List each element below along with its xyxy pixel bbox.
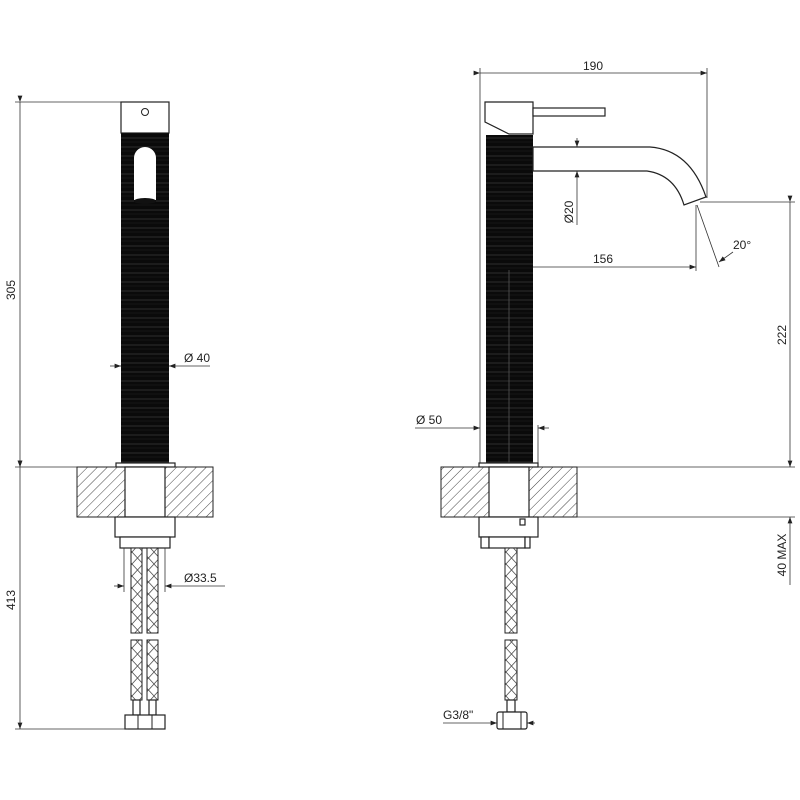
hose-fitting [132,699,141,716]
hose-side-lower [504,639,518,701]
connector-nut [124,714,166,730]
counter-section-right [528,466,578,518]
hose-fitting [506,699,516,713]
thread-label-g3-8: G3/8" [443,708,473,722]
angle-line [696,204,720,268]
hose-right [146,547,159,634]
counter-section-right [164,466,214,518]
aerator [134,198,156,204]
nut-detail [519,518,526,526]
hose-left-lower [130,639,143,701]
fixing-washer-side [488,536,526,549]
dimension-label-diameter-40: Ø 40 [184,351,210,365]
angle-label-20-degrees: 20° [733,238,751,252]
counter-section-left [440,466,490,518]
angle-arrow [718,251,734,263]
hose-fitting [148,699,157,716]
dimension-label-diameter-50: Ø 50 [416,413,442,427]
handle-indicator-icon [141,108,149,116]
base-plate-side [478,462,539,468]
fixing-washer [119,536,171,549]
counter-section-left [76,466,126,518]
side-view: 190 Ø20 156 20° 222 Ø 50 [415,59,795,730]
fixing-nut-side [478,516,539,538]
lever-handle [532,107,606,117]
spout [532,146,707,206]
stud [524,536,531,549]
hose-left [130,547,143,634]
dimension-label-222: 222 [775,325,789,345]
fixing-nut [114,516,176,538]
dimension-label-190: 190 [583,59,603,73]
dimension-label-diameter-20: Ø20 [562,200,576,223]
connector-nut-side [496,711,528,730]
hose-side [504,547,518,634]
dimension-label-156: 156 [593,252,613,266]
base-plate [115,462,176,468]
dimension-label-40-max: 40 MAX [775,534,789,577]
mounting-shank-side [488,466,530,518]
front-view: 305 Ø 40 Ø33.5 [4,95,225,730]
handle-block [484,101,534,135]
stud [480,536,490,549]
handle-cap [120,101,170,134]
mounting-shank [124,466,166,518]
faucet-body-side [486,135,533,463]
hose-right-lower [146,639,159,701]
dimension-label-413: 413 [4,590,18,610]
dimension-label-305: 305 [4,280,18,300]
dimension-label-diameter-33-5: Ø33.5 [184,571,217,585]
spout-opening [134,147,156,200]
